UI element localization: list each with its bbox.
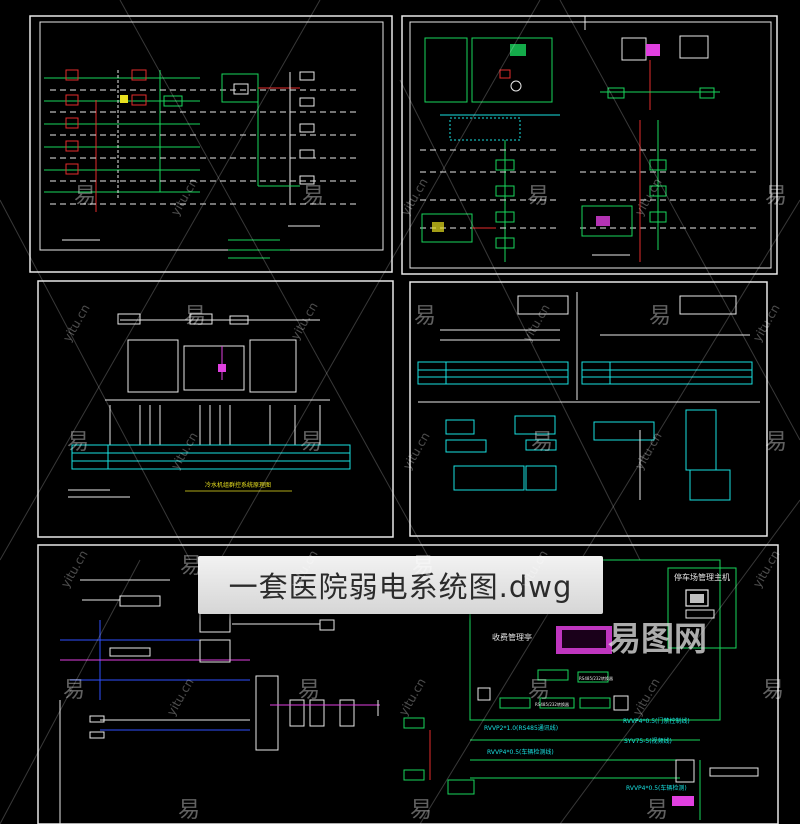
panel-chiller-control-schematic: 冷水机组群控系统原理图 bbox=[37, 280, 394, 538]
converter-1: RS485/232转换器 bbox=[535, 701, 569, 707]
watermark-char: 易 bbox=[298, 678, 321, 703]
cable-label-1: RVVP2*1.0(RS485通讯线) bbox=[484, 724, 558, 732]
cable-label-3: RVVP4*0.5(车辆检测线) bbox=[487, 748, 554, 756]
watermark-char: 易 bbox=[762, 678, 785, 703]
panel-security-network-schematic bbox=[401, 15, 778, 275]
watermark-char: 易 bbox=[178, 798, 201, 823]
panel-hvac-control-schematic bbox=[29, 15, 393, 273]
watermark-char: 易 bbox=[646, 798, 669, 823]
converter-2: RS485/232转换器 bbox=[579, 675, 613, 681]
watermark-char: 易 bbox=[414, 304, 437, 329]
watermark-char: 易 bbox=[765, 184, 788, 209]
watermark-char: 易 bbox=[527, 184, 550, 209]
watermark-char: 易 bbox=[300, 430, 323, 455]
watermark-char: 易 bbox=[67, 430, 90, 455]
title-banner: 一套医院弱电系统图.dwg bbox=[198, 556, 603, 614]
watermark-char: 易 bbox=[765, 430, 788, 455]
watermark-char: 易 bbox=[184, 304, 207, 329]
watermark-char: 易 bbox=[74, 184, 97, 209]
cable-label-4: SYV75-5(视频线) bbox=[624, 737, 672, 745]
site-logo: 易图网 bbox=[608, 612, 707, 660]
watermark-char: 易 bbox=[410, 798, 433, 823]
watermark-char: 易 bbox=[528, 678, 551, 703]
cable-label-2: RVVP4*0.5(门禁控制线) bbox=[623, 717, 690, 725]
panel3-caption: 冷水机组群控系统原理图 bbox=[205, 481, 271, 489]
drawing-title: 一套医院弱电系统图.dwg bbox=[228, 570, 573, 604]
watermark-char: 易 bbox=[531, 430, 554, 455]
label-parking-host: 停车场管理主机 bbox=[674, 572, 730, 582]
panel-access-control-schematic bbox=[409, 281, 768, 537]
cable-label-5: RVVP4*0.5(车辆检测) bbox=[626, 784, 687, 792]
site-logo-text: 易图网 bbox=[608, 619, 707, 658]
watermark-char: 易 bbox=[302, 184, 325, 209]
label-toll-booth: 收费管理亭 bbox=[492, 632, 532, 642]
panel-parking-management-schematic: 停车场管理主机 收费管理亭 RS485/232转换器 RS485/232转换器 … bbox=[37, 544, 779, 824]
watermark-char: 易 bbox=[63, 678, 86, 703]
watermark-char: 易 bbox=[649, 304, 672, 329]
watermark-char: 易 bbox=[180, 554, 203, 579]
watermark-char: 易 bbox=[412, 554, 435, 579]
